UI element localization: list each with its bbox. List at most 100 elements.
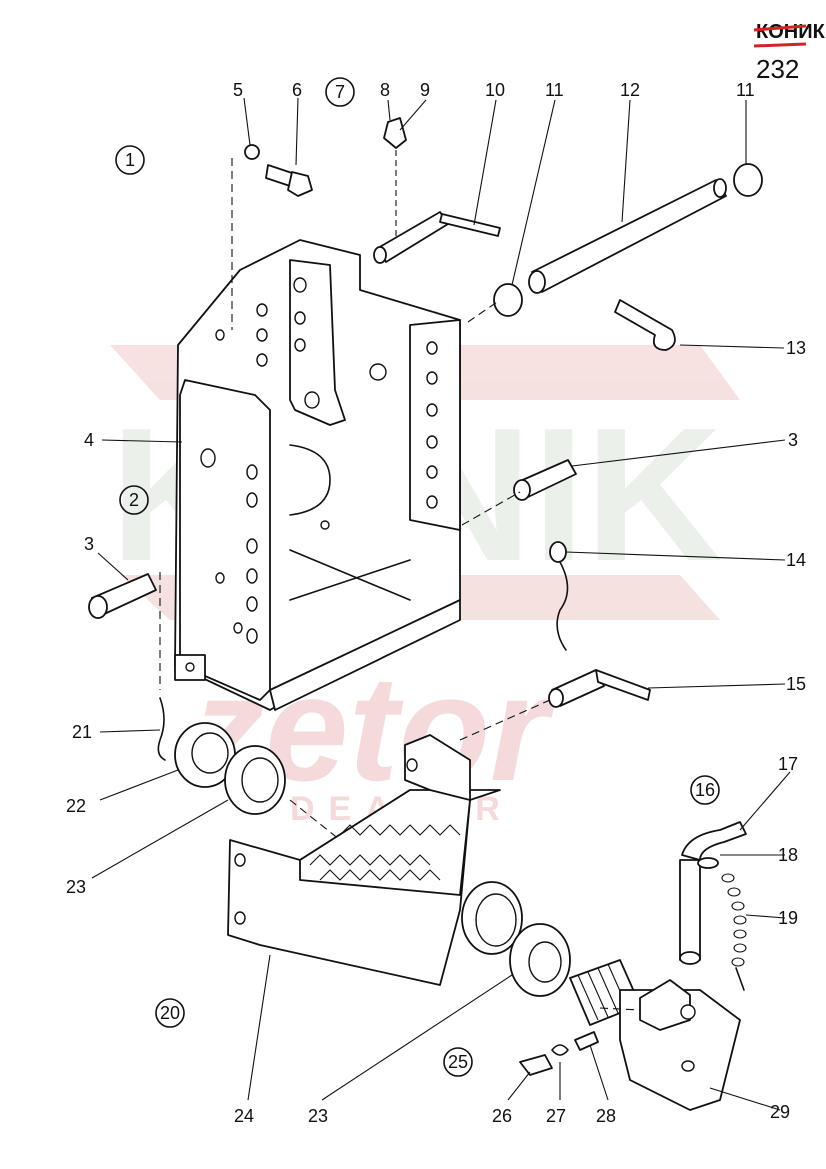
frame-inner-line-2 [289, 559, 411, 601]
small-parts [519, 1031, 599, 1076]
pin-3-right [513, 459, 577, 501]
guide [599, 1007, 641, 1011]
header-logo-text: КОНИК [756, 21, 826, 43]
drawbar-bore [475, 893, 517, 947]
leader-19 [745, 914, 786, 919]
pin-17-assembly [679, 821, 747, 991]
chain-link [733, 929, 747, 939]
leader-lines [91, 97, 791, 1111]
bushing-11-right [733, 163, 763, 197]
hole [426, 465, 438, 479]
hole [246, 628, 258, 644]
frame-back-holes [215, 277, 387, 530]
frame-right-bar [409, 319, 461, 531]
pin-handle-10 [439, 213, 501, 237]
checkered-pattern [309, 824, 461, 881]
circle-label-1 [115, 145, 145, 175]
leader-4 [101, 439, 183, 443]
part-label-12: 12 [620, 80, 640, 100]
circle-label-25 [443, 1047, 473, 1077]
chain-19 [721, 873, 747, 991]
shaft-end [528, 270, 546, 294]
clip-14-wire [556, 561, 569, 651]
chain-link [733, 915, 747, 925]
leader-12 [621, 99, 631, 223]
clip-9 [383, 117, 407, 149]
hole [426, 403, 438, 417]
top-pin-assembly [373, 117, 501, 264]
part-label-6: 6 [292, 80, 302, 100]
hole [426, 495, 438, 509]
circle-label-7 [325, 77, 355, 107]
part-label-27: 27 [546, 1106, 566, 1126]
part-label-22: 22 [66, 796, 86, 816]
logo-strike [753, 24, 807, 32]
hole [304, 391, 320, 409]
part-label-4: 4 [84, 430, 94, 450]
drawbar-body [227, 734, 523, 986]
ring-23b-bore [528, 941, 562, 983]
ring-23-bore [241, 757, 279, 803]
pin-17-tip [679, 951, 701, 965]
circle-label-25-text: 25 [448, 1052, 468, 1072]
leader-9 [399, 99, 427, 131]
chain-link [731, 957, 745, 967]
part-label-10: 10 [485, 80, 505, 100]
part-label-11b: 11 [736, 80, 755, 100]
leader-24 [247, 954, 271, 1101]
hole [200, 448, 216, 468]
leader-14 [565, 551, 786, 561]
part-label-15: 15 [786, 674, 806, 694]
hole [256, 303, 268, 317]
hole [215, 329, 225, 341]
part-label-9: 9 [420, 80, 430, 100]
pin-28 [574, 1031, 599, 1051]
part-label-24: 24 [234, 1106, 254, 1126]
leader-13 [679, 344, 785, 349]
leader-3a [97, 552, 129, 581]
leader-8 [387, 99, 391, 121]
hole [369, 363, 387, 381]
hitch-frame [174, 239, 461, 711]
leader-3b [571, 439, 786, 467]
part-label-26: 26 [492, 1106, 512, 1126]
hole [256, 353, 268, 367]
leader-5 [243, 97, 251, 146]
part-label-19: 19 [778, 908, 798, 928]
hole [680, 1004, 696, 1020]
washer-18 [697, 857, 719, 869]
guide [461, 491, 521, 526]
hole [256, 328, 268, 342]
guide [467, 299, 501, 323]
hole [233, 622, 243, 634]
clip-14 [549, 541, 569, 651]
hole [320, 520, 330, 530]
drawbar-upper-lug [404, 734, 471, 801]
logo-strike-2 [753, 42, 807, 48]
coupling-jaw-29 [569, 959, 741, 1111]
pin-15-handle [595, 669, 651, 701]
jaw-lug [639, 979, 691, 1031]
chain-end [735, 967, 745, 991]
circled-labels: 1 2 7 16 20 25 [115, 77, 720, 1077]
bolt-assembly [231, 144, 313, 330]
header-logo: КОНИК 232 [753, 21, 826, 84]
frame-left-side [179, 379, 271, 701]
spring-27 [551, 1044, 569, 1056]
hole [426, 371, 438, 385]
frame-center-bore [289, 444, 331, 516]
part-label-13: 13 [786, 338, 806, 358]
chain-link [733, 943, 747, 953]
hole [234, 853, 246, 867]
circle-label-20-text: 20 [160, 1003, 180, 1023]
guide [459, 699, 551, 741]
pin-15-end [548, 688, 564, 708]
part-label-14: 14 [786, 550, 806, 570]
shaft-12 [531, 179, 727, 293]
leader-17 [739, 771, 791, 831]
leader-10 [473, 99, 497, 226]
circle-label-2-text: 2 [129, 490, 139, 510]
pin-15 [548, 669, 651, 708]
hole [215, 572, 225, 584]
